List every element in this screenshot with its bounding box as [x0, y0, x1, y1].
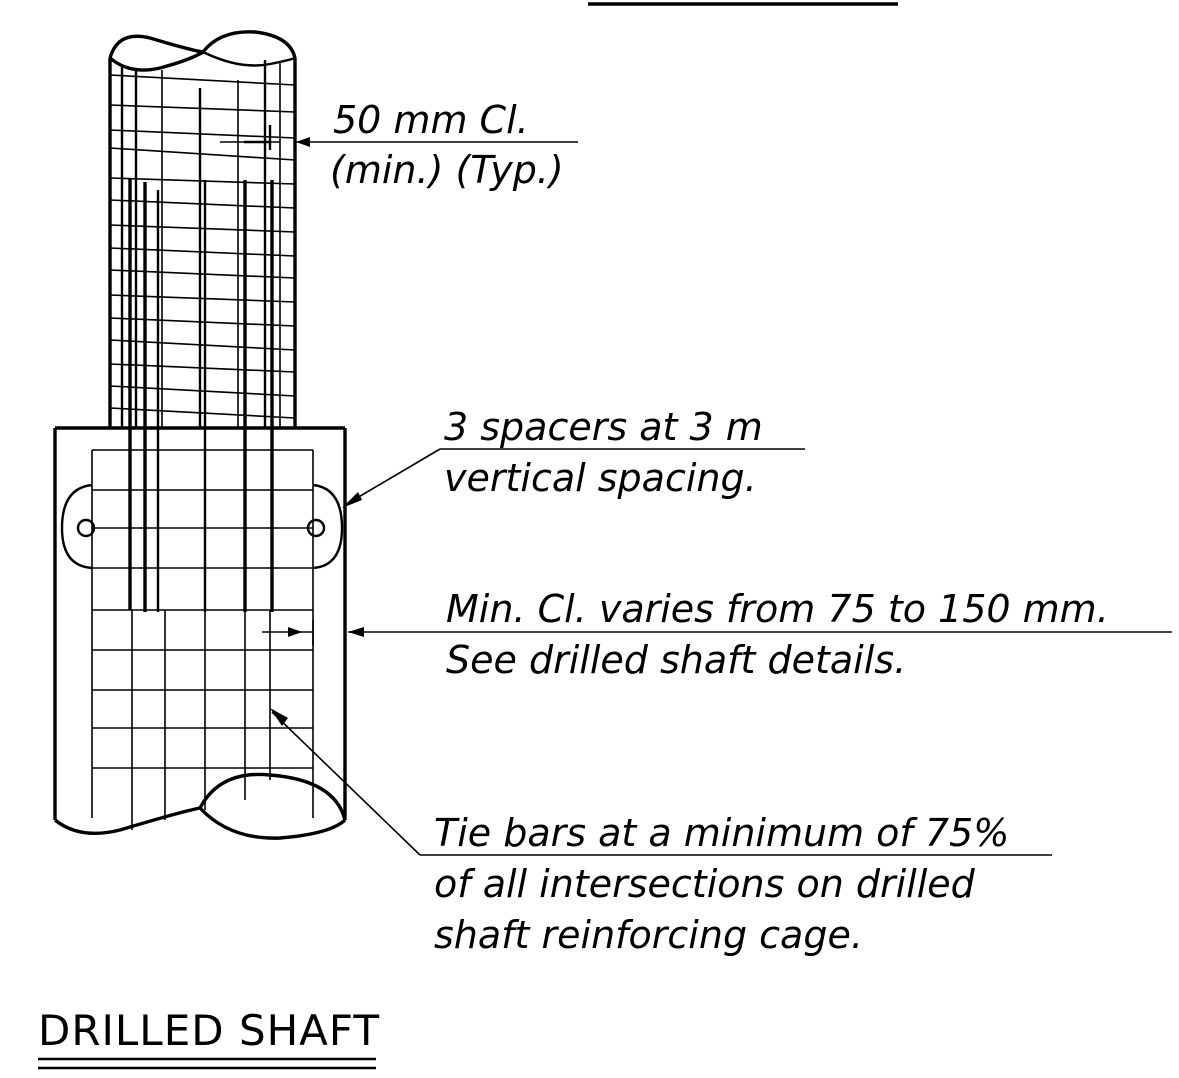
min-cover-note-line1: Min. Cl. varies from 75 to 150 mm. — [446, 587, 1109, 631]
clear-cover-note-line1: 50 mm Cl. — [333, 98, 529, 142]
spacers-note-line2: vertical spacing. — [444, 456, 757, 500]
spacers-leader — [342, 448, 805, 508]
drawing-title: DRILLED SHAFT — [38, 1006, 380, 1055]
left-spacer — [60, 483, 96, 570]
column-spiral-ties — [109, 74, 296, 419]
column-vertical-bars — [120, 60, 281, 428]
column-outline — [108, 30, 297, 428]
tie-bars-note-line2: of all intersections on drilled — [434, 862, 976, 906]
shaft-outline — [53, 426, 347, 840]
clear-cover-note-line2: (min.) (Typ.) — [330, 148, 564, 192]
min-cover-note-line2: See drilled shaft details. — [446, 638, 906, 682]
tie-bars-note-line3: shaft reinforcing cage. — [434, 913, 863, 957]
cage-vertical-bars — [128, 178, 274, 612]
tie-bars-leader — [270, 708, 1052, 856]
right-spacer — [306, 483, 344, 570]
shaft-reinforcing-cage — [91, 449, 314, 830]
clear-cover-leader — [220, 125, 578, 150]
spacers-note-line1: 3 spacers at 3 m — [444, 405, 763, 449]
min-cover-leader — [262, 620, 1172, 645]
tie-bars-note-line1: Tie bars at a minimum of 75% — [434, 811, 1009, 855]
